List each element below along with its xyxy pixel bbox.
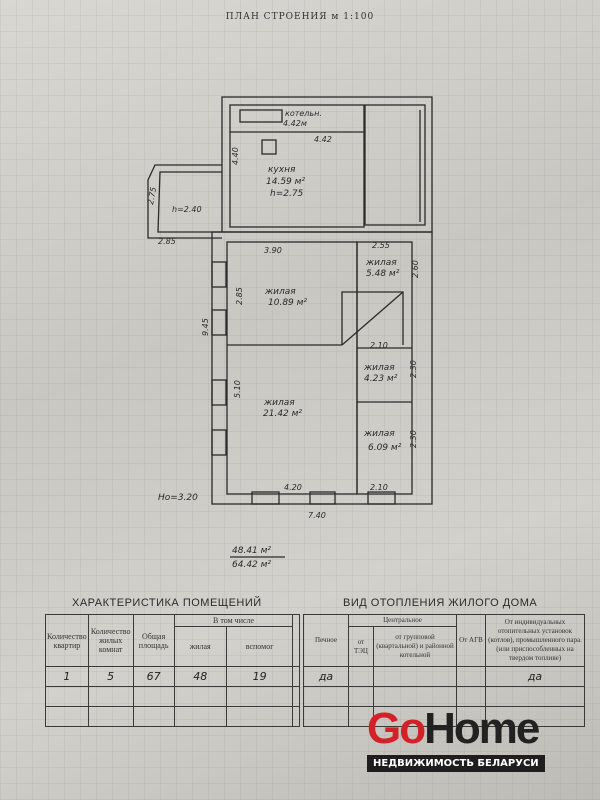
room4-area: 21.42 м² bbox=[263, 409, 302, 419]
room3-area: 4.23 м² bbox=[364, 374, 398, 384]
header-chp: от ТЭЦ bbox=[348, 626, 374, 667]
room2-depth: 2.60 bbox=[411, 260, 420, 278]
header-central: Центральное bbox=[348, 614, 457, 627]
total-depth: 9.45 bbox=[201, 318, 210, 336]
room5-width: 2.10 bbox=[370, 483, 388, 492]
cell-living: 48 bbox=[173, 666, 227, 687]
room4-width: 4.20 bbox=[284, 483, 302, 492]
room4-depth: 5.10 bbox=[233, 380, 242, 398]
cell-auxiliary: 19 bbox=[225, 666, 294, 687]
table-row: 1 5 67 48 19 bbox=[45, 666, 300, 687]
boiler-dim: 4.42м bbox=[283, 119, 307, 128]
header-total: Общая площадь bbox=[132, 614, 175, 667]
gohome-logo: GoHome bbox=[367, 704, 540, 753]
room1-width: 3.90 bbox=[264, 246, 282, 255]
cell-individual: да bbox=[485, 666, 585, 687]
room1-name: жилая bbox=[264, 287, 296, 297]
room1-depth: 2.85 bbox=[235, 287, 244, 305]
cell-rooms: 5 bbox=[87, 666, 134, 687]
room2-area: 5.48 м² bbox=[366, 269, 400, 279]
kitchen-height: h=2.75 bbox=[270, 189, 304, 199]
room2-name: жилая bbox=[365, 258, 397, 268]
header-apartments: Количество квартир bbox=[45, 614, 89, 667]
header-auxiliary: вспомог bbox=[225, 626, 294, 667]
room5-name: жилая bbox=[363, 429, 395, 439]
room2-width: 2.55 bbox=[372, 241, 390, 250]
rooms-table-title: ХАРАКТЕРИСТИКА ПОМЕЩЕНИЙ bbox=[72, 597, 262, 609]
walls bbox=[147, 96, 433, 558]
cell-empty bbox=[292, 666, 300, 687]
room3-depth: 2.30 bbox=[409, 360, 418, 378]
rooms-table: Количество квартир Количество жилых комн… bbox=[45, 614, 300, 727]
kitchen-width: 4.42 bbox=[314, 135, 332, 144]
total-area: 64.42 м² bbox=[232, 560, 271, 570]
cell-stove: да bbox=[303, 666, 349, 687]
ceiling-height: Но=3.20 bbox=[158, 493, 198, 503]
vestibule-height: h=2.40 bbox=[172, 205, 202, 214]
heating-table: Печное Центральное От АГВ От индивидуаль… bbox=[303, 614, 585, 727]
table-row: да да bbox=[303, 666, 585, 687]
header-agv: От АГВ bbox=[456, 614, 486, 667]
room3-name: жилая bbox=[363, 363, 395, 373]
header-rooms: Количество жилых комнат bbox=[87, 614, 134, 667]
kitchen-depth: 4.40 bbox=[231, 147, 240, 165]
kitchen-area: 14.59 м² bbox=[266, 177, 305, 187]
plan-title: ПЛАН СТРОЕНИЯ м 1:100 bbox=[225, 12, 375, 22]
room1-area: 10.89 м² bbox=[268, 298, 307, 308]
header-including: В том числе bbox=[173, 614, 294, 627]
living-area: 48.41 м² bbox=[232, 546, 271, 556]
heating-table-title: ВИД ОТОПЛЕНИЯ ЖИЛОГО ДОМА bbox=[343, 597, 538, 609]
cell-apartments: 1 bbox=[45, 666, 89, 687]
room5-depth: 2.30 bbox=[409, 430, 418, 448]
header-individual: От индивидуальных отопительных установок… bbox=[485, 614, 585, 667]
vestibule-width: 2.85 bbox=[158, 237, 176, 246]
header-group: от групповой (квартальной) и районной ко… bbox=[373, 626, 457, 667]
gohome-watermark: GoHome НЕДВИЖИМОСТЬ БЕЛАРУСИ bbox=[367, 707, 545, 772]
room4-name: жилая bbox=[263, 398, 295, 408]
vestibule-depth: 2.75 bbox=[146, 186, 158, 205]
room3-width: 2.10 bbox=[370, 341, 388, 350]
total-width: 7.40 bbox=[308, 511, 326, 520]
cell-total: 67 bbox=[132, 666, 175, 687]
header-empty bbox=[292, 614, 300, 667]
boiler-label: котельн. bbox=[285, 109, 322, 118]
room5-area: 6.09 м² bbox=[368, 443, 402, 453]
kitchen-name: кухня bbox=[268, 165, 296, 175]
header-living: жилая bbox=[173, 626, 227, 667]
header-stove: Печное bbox=[303, 614, 349, 667]
gohome-tagline: НЕДВИЖИМОСТЬ БЕЛАРУСИ bbox=[367, 755, 545, 772]
